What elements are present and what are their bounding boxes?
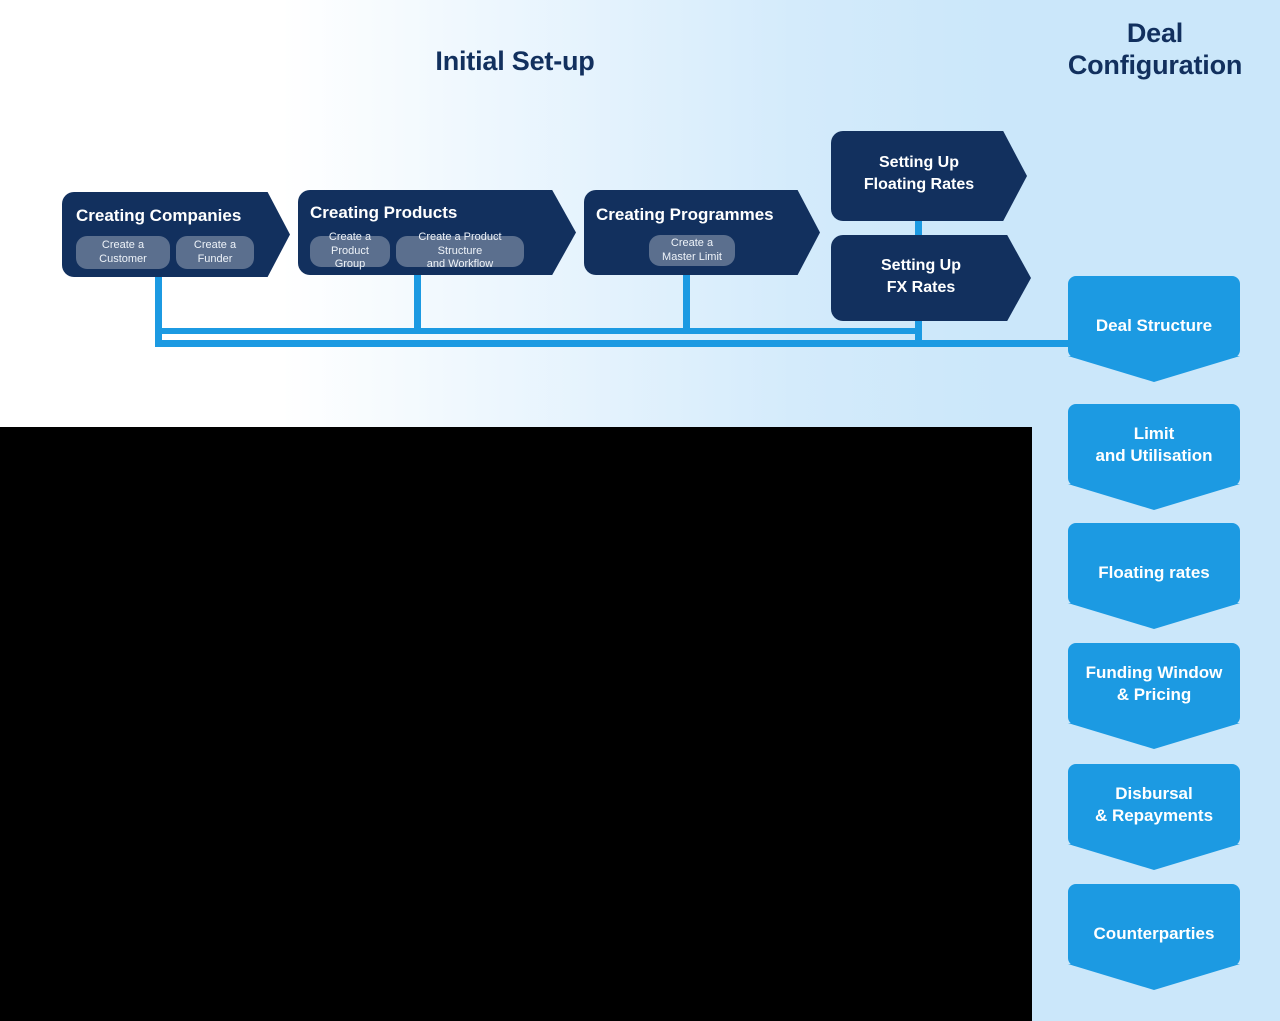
stage-body	[831, 131, 1007, 221]
deal-step-label: Limit and Utilisation	[1068, 423, 1240, 467]
deal-configuration-title-line1: Deal	[1126, 18, 1184, 48]
deal-step-point	[1068, 964, 1240, 990]
stage-title-line1: Setting Up	[879, 154, 959, 171]
stage-title: Creating Products	[310, 203, 458, 222]
stage-title: Creating Companies	[76, 206, 242, 225]
substep-label-line1: Create a Product Structure	[418, 231, 502, 257]
connector-stub-fx-rates	[688, 328, 920, 334]
stage-title-line2: FX Rates	[886, 278, 956, 296]
stage-creating-programmes[interactable]: Creating Programmes Create a Master Limi…	[584, 190, 820, 275]
substep-label-line2: Master Limit	[662, 250, 722, 263]
deal-step-point	[1068, 844, 1240, 870]
stage-arrow-tip	[542, 190, 576, 275]
black-overlay-panel	[0, 427, 1032, 1021]
deal-step-point	[1068, 356, 1240, 382]
stage-setting-up-fx-rates[interactable]: Setting Up FX Rates	[831, 235, 1031, 321]
deal-step-body	[1068, 884, 1240, 966]
substep-label-line1: Create a	[101, 239, 145, 252]
deal-step-point	[1068, 603, 1240, 629]
deal-step-label-line1: Disbursal	[1115, 784, 1193, 803]
connector-drop-creating-products	[414, 272, 421, 334]
stage-title-line2: Floating Rates	[863, 175, 975, 193]
substep-create-a-product-group[interactable]: Create a Product Group	[310, 231, 390, 270]
substep-create-a-funder[interactable]: Create a Funder	[176, 236, 254, 269]
connector-drop-creating-companies	[155, 275, 162, 345]
substep-label-line2: and Workflow	[426, 258, 494, 271]
deal-step-body	[1068, 643, 1240, 725]
deal-step-point	[1068, 723, 1240, 749]
deal-step-label-line1: Floating rates	[1098, 563, 1210, 582]
substep-label-line1: Create a	[328, 231, 372, 244]
stage-arrow-tip	[258, 192, 290, 277]
page-title-initial-setup: Initial Set-up	[435, 46, 595, 76]
deal-configuration-title-line2: Configuration	[1067, 49, 1243, 80]
deal-step-label-line2: & Pricing	[1116, 685, 1192, 705]
connector-stub-creating-products	[161, 328, 419, 334]
deal-step-label-line2: & Repayments	[1094, 806, 1214, 826]
deal-step-label: Counterparties	[1068, 923, 1240, 945]
deal-step-point	[1068, 484, 1240, 510]
substep-label-line2: Funder	[197, 252, 233, 265]
connector-drop-creating-programmes	[683, 272, 690, 334]
substep-label-line1: Create a	[193, 239, 237, 252]
substep-label-line1: Create a	[670, 237, 714, 250]
connector-floating-to-fx	[915, 216, 922, 240]
substep-create-a-product-structure-and-workflow[interactable]: Create a Product Structure and Workflow	[396, 231, 524, 270]
deal-step-label: Deal Structure	[1068, 315, 1240, 337]
stage-title-line1: Setting Up	[881, 257, 961, 274]
substep-create-a-customer[interactable]: Create a Customer	[76, 236, 170, 269]
stage-arrow-tip	[788, 190, 820, 275]
deal-step-body	[1068, 276, 1240, 358]
deal-step-body	[1068, 764, 1240, 846]
stage-body	[831, 235, 1011, 321]
substep-create-a-master-limit[interactable]: Create a Master Limit	[649, 235, 735, 266]
deal-step-body	[1068, 404, 1240, 486]
deal-step-label-line2: and Utilisation	[1095, 446, 1213, 466]
stage-title: Setting Up FX Rates	[831, 255, 1011, 298]
deal-step-label-line1: Limit	[1133, 424, 1175, 443]
stage-creating-companies[interactable]: Creating Companies Create a Customer Cre…	[62, 192, 290, 277]
deal-step-label: Disbursal & Repayments	[1068, 783, 1240, 827]
page-title-deal-configuration: Deal Configuration	[1030, 18, 1280, 82]
deal-step-body	[1068, 523, 1240, 605]
deal-step-label-line1: Deal Structure	[1095, 316, 1213, 335]
deal-step-label: Floating rates	[1068, 562, 1240, 584]
stage-creating-products[interactable]: Creating Products Create a Product Group…	[298, 190, 576, 275]
deal-step-label-line1: Counterparties	[1093, 924, 1215, 943]
connector-stub-creating-programmes	[419, 328, 687, 334]
stage-title: Creating Programmes	[596, 205, 774, 224]
deal-step-label: Funding Window & Pricing	[1068, 662, 1240, 706]
deal-step-label-line1: Funding Window	[1085, 663, 1223, 682]
connector-horizontal-spine	[155, 340, 1080, 347]
substep-label-line2: Customer	[99, 252, 147, 265]
stage-setting-up-floating-rates[interactable]: Setting Up Floating Rates	[831, 131, 1027, 221]
substep-label-line2: Product Group	[331, 244, 369, 271]
stage-title: Setting Up Floating Rates	[831, 152, 1007, 195]
